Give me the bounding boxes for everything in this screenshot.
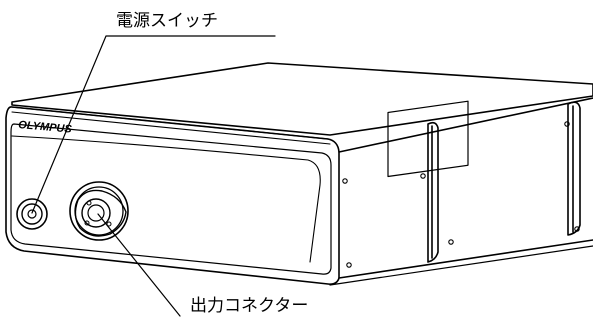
device-front-panel <box>5 106 340 285</box>
screw-icon <box>420 173 426 179</box>
device-top-panel <box>11 62 593 136</box>
control-panel-area <box>11 135 321 263</box>
power-switch-label: 電源スイッチ <box>116 11 218 31</box>
brand-logo: OLYMPUS <box>18 119 73 136</box>
screw-icon <box>448 239 454 245</box>
screw-icon <box>342 178 348 184</box>
screw-icon <box>564 121 570 127</box>
side-handle-left <box>427 121 439 263</box>
screw-icon <box>346 262 352 268</box>
device-side-lower-edge <box>329 245 593 286</box>
output-connector-leader-line <box>97 213 181 317</box>
screw-icon <box>574 226 580 232</box>
power-switch <box>16 198 48 230</box>
output-connector-label: 出力コネクター <box>190 296 309 316</box>
power-switch-leader-line <box>31 35 276 214</box>
output-connector <box>69 181 129 241</box>
side-label-plate <box>387 100 469 178</box>
device-front-strip <box>11 111 331 145</box>
side-handle-right <box>567 101 581 236</box>
device-front-bezel <box>10 123 332 275</box>
device-side-panel <box>338 97 593 279</box>
